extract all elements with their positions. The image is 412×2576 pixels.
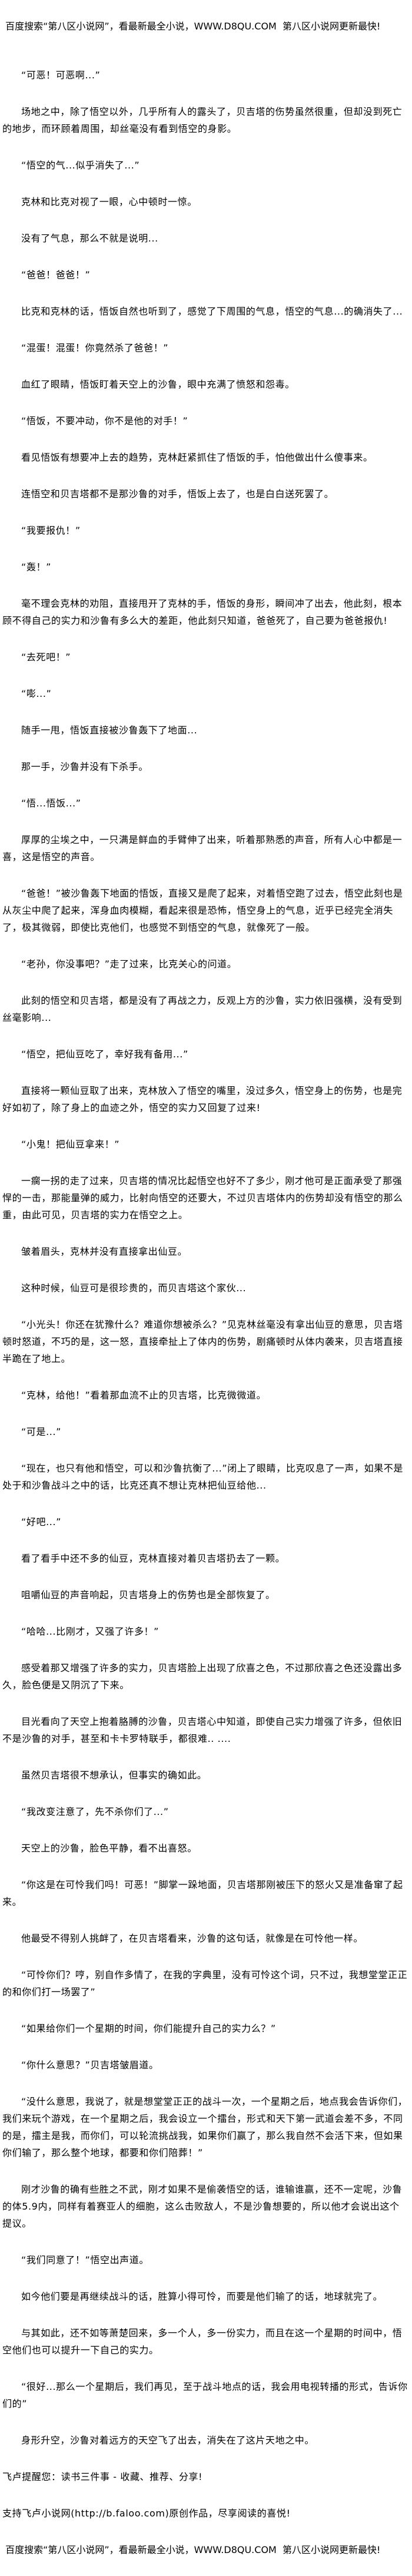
story-paragraph: “你什么意思？”贝吉塔皱眉道。: [21, 2059, 159, 2071]
story-paragraph: 克林和比克对视了一眼，心中顿时一惊。: [21, 196, 197, 207]
story-paragraph: 随手一甩，悟饭直接被沙鲁轰下了地面...: [21, 725, 198, 736]
story-paragraph: “老孙，你没事吧？”走了过来，比克关心的问道。: [21, 958, 237, 970]
story-paragraph: 血红了眼睛，悟饭盯着天空上的沙鲁，眼中充满了愤怒和怨毒。: [21, 379, 295, 390]
story-paragraph: 比克和克林的话，悟饭自然也听到了，感觉了下周围的气息，悟空的气息...的确消失了…: [21, 306, 403, 317]
story-paragraph: 直接将一颗仙豆取了出来，克林放入了悟空的嘴里，没过多久，悟空身上的伤势，也是完好…: [2, 1085, 403, 1113]
story-paragraph: “可恶！可恶啊...”: [21, 70, 101, 81]
chapter-body: “可恶！可恶啊...” 场地之中，除了悟空以外，几乎所有人的露头了，贝吉塔的伤势虽…: [2, 67, 408, 2449]
story-paragraph: “嘭...”: [21, 688, 52, 699]
story-paragraph: “爸爸！”被沙鲁轰下地面的悟饭，直接又是爬了起来，对着悟空跑了过去，悟空此刻也是…: [2, 888, 403, 933]
reader-reminder: 飞卢提醒您：读书三件事 - 收藏、推荐、分享!: [2, 2471, 203, 2482]
story-paragraph: “小光头！你还在犹豫什么？难道你想被杀么？”见克林丝毫没有拿出仙豆的意思，贝吉塔…: [2, 1319, 403, 1364]
story-paragraph: 连悟空和贝吉塔都不是那沙鲁的对手，悟饭上去了，也是白白送死罢了。: [21, 488, 334, 500]
story-paragraph: 毫不理会克林的劝阻，直接甩开了克林的手，悟饭的身形，瞬间冲了出去，他此刻，根本顾…: [2, 598, 403, 626]
story-paragraph: “去死吧！”: [21, 652, 71, 663]
story-paragraph: 虽然贝吉塔很不想承认，但事实的确如此。: [21, 1770, 207, 1781]
story-paragraph: 看见悟饭有想要冲上去的趋势，克林赶紧抓住了悟饭的手，怕他做出什么傻事来。: [21, 452, 373, 463]
story-paragraph: “悟空的气...似乎消失了...”: [21, 160, 140, 171]
story-paragraph: “没什么意思，我说了，就是想堂堂正正的战斗一次，一个星期之后，地点我会告诉你们，…: [2, 2096, 408, 2158]
story-paragraph: “好吧...”: [21, 1516, 62, 1527]
story-paragraph: 一瘸一拐的走了过来，贝吉塔的情况比起悟空也好不了多少，刚才他可是正面承受了那强悍…: [2, 1175, 403, 1221]
support-note: 支持飞卢小说网(http://b.faloo.com)原创作品，尽享阅读的喜悦!: [2, 2508, 291, 2519]
story-paragraph: 此刻的悟空和贝吉塔，都是没有了再战之力，反观上方的沙鲁，实力依旧强横，没有受到丝…: [2, 995, 403, 1023]
story-paragraph: 天空上的沙鲁，脸色平静，看不出喜怒。: [21, 1843, 197, 1854]
story-paragraph: “克林，给他！”看着那血流不止的贝吉塔，比克微微道。: [21, 1390, 267, 1401]
story-paragraph: 他最受不得别人挑衅了，在贝吉塔看来，沙鲁的这句话，就像是在可怜他一样。: [21, 1933, 364, 1944]
footer-banner: 百度搜索“第八区小说网”，看最新最全小说，WWW.D8QU.COM 第八区小说网…: [2, 2544, 381, 2555]
story-paragraph: 看了看手中还不多的仙豆，克林直接对着贝吉塔扔去了一颗。: [21, 1553, 285, 1564]
story-paragraph: “我们同意了！”悟空出声道。: [21, 2254, 149, 2266]
story-paragraph: 皱着眉头，克林并没有直接拿出仙豆。: [21, 1246, 188, 1257]
story-paragraph: “小鬼！把仙豆拿来！”: [21, 1139, 120, 1150]
story-paragraph: “可怜你们？哼，别自作多情了，在我的字典里，没有可怜这个词，只不过，我想堂堂正正…: [2, 1969, 408, 1998]
header-banner: 百度搜索“第八区小说网”，看最新最全小说，WWW.D8QU.COM 第八区小说网…: [2, 21, 381, 32]
story-paragraph: “我要报仇！”: [21, 525, 81, 536]
story-paragraph: “悟空，把仙豆吃了，幸好我有备用...”: [21, 1049, 188, 1060]
story-paragraph: 这种时候，仙豆可是很珍贵的，而贝吉塔这个家伙...: [21, 1282, 247, 1294]
story-paragraph: 厚厚的尘埃之中，一只满是鲜血的手臂伸了出来，听着那熟悉的声音，所有人心中都是一喜…: [2, 834, 403, 862]
story-paragraph: 与其如此，还不如等萧楚回来，多一个人，多一份实力，而且在这一个星期的时间中，悟空…: [2, 2327, 403, 2356]
story-paragraph: “混蛋！混蛋！你竟然杀了爸爸！”: [21, 342, 169, 353]
story-paragraph: “可是...”: [21, 1426, 62, 1437]
story-paragraph: “轰！”: [21, 561, 51, 573]
story-paragraph: “现在，也只有他和悟空，可以和沙鲁抗衡了...”闭上了眼睛，比克叹息了一声，如果…: [2, 1463, 404, 1491]
story-paragraph: 咀嚼仙豆的声音响起，贝吉塔身上的伤势也是全部恢复了。: [21, 1589, 275, 1601]
story-paragraph: “悟...悟饭...”: [21, 798, 81, 809]
story-paragraph: “你这是在可怜我们吗！可恶！”脚掌一跺地面，贝吉塔那刚被压下的怒火又是准备窜了起…: [2, 1879, 403, 1907]
story-paragraph: 感受着那又增强了许多的实力，贝吉塔脸上出现了欣喜之色，不过那欣喜之色还没露出多久…: [2, 1662, 403, 1691]
story-paragraph: 场地之中，除了悟空以外，几乎所有人的露头了，贝吉塔的伤势虽然很重，但却没到死亡的…: [2, 106, 403, 134]
story-paragraph: “悟饭，不要冲动，你不是他的对手！”: [21, 415, 188, 426]
footer-notes: 飞卢提醒您：读书三件事 - 收藏、推荐、分享! 支持飞卢小说网(http://b.…: [2, 2468, 408, 2522]
story-paragraph: 身形升空，沙鲁对着远方的天空飞了出去，消失在了这片天地之中。: [21, 2435, 315, 2446]
story-paragraph: “如果给你们一个星期的时间，你们能提升自己的实力么？”: [21, 2023, 276, 2034]
story-paragraph: “爸爸！爸爸！”: [21, 269, 91, 280]
story-paragraph: “我改变注意了，先不杀你们了...”: [21, 1806, 169, 1817]
story-paragraph: 刚才沙鲁的确有些胜之不武，刚才如果不是偷袭悟空的话，谁输谁赢，还不一定呢，沙鲁的…: [2, 2184, 403, 2229]
story-paragraph: 目光看向了天空上抱着胳膊的沙鲁，贝吉塔心中知道，即使自己实力增强了许多，但依旧不…: [2, 1716, 403, 1744]
story-paragraph: 那一手，沙鲁并没有下杀手。: [21, 761, 148, 772]
story-paragraph: “很好...那么一个星期后，我们再见，至于战斗地点的话，我会用电视转播的形式，告…: [2, 2381, 408, 2409]
story-paragraph: 如今他们要是再继续战斗的话，胜算小得可怜，而要是他们输了的话，地球就完了。: [21, 2291, 383, 2302]
story-paragraph: 没有了气息，那么不就是说明...: [21, 233, 158, 244]
story-paragraph: “哈哈...比刚才，又强了许多！”: [21, 1626, 160, 1637]
